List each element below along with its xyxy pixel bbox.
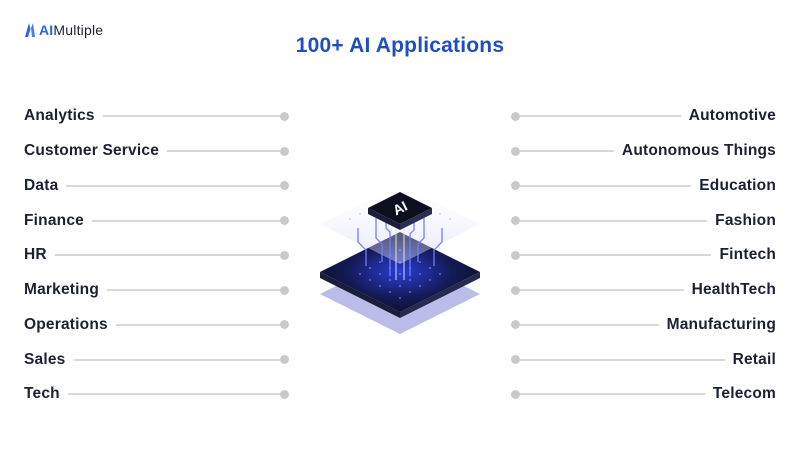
connector-dot — [280, 111, 289, 121]
connector-dot — [511, 285, 520, 295]
list-item: Retail — [511, 342, 776, 377]
list-item: Finance — [24, 203, 289, 238]
connector-dot — [511, 181, 520, 191]
brand-logo[interactable]: AIMultiple — [24, 22, 103, 38]
list-item: Autonomous Things — [511, 134, 776, 169]
connector-line — [167, 150, 280, 153]
connector-line — [67, 393, 280, 396]
list-item: Operations — [24, 308, 289, 343]
item-label: Fintech — [719, 246, 776, 264]
item-label: Manufacturing — [666, 315, 776, 333]
connector-dot — [511, 250, 520, 260]
brand-suffix: Multiple — [53, 22, 104, 38]
list-item: Manufacturing — [511, 308, 776, 343]
list-item: HR — [24, 238, 289, 273]
connector-line — [520, 393, 705, 396]
list-item: Automotive — [511, 99, 776, 134]
connector-dot — [280, 216, 289, 226]
connector-line — [520, 323, 659, 326]
item-label: Operations — [24, 315, 108, 333]
item-label: Marketing — [24, 281, 100, 299]
list-item: Telecom — [511, 377, 776, 412]
list-item: Analytics — [24, 99, 289, 134]
connector-line — [520, 184, 692, 187]
chip-label: AI — [390, 198, 410, 219]
list-item: Education — [511, 169, 776, 204]
right-application-list: Automotive Autonomous Things Education F… — [511, 99, 776, 412]
connector-line — [73, 358, 280, 361]
connector-line — [520, 115, 681, 118]
connector-dot — [511, 355, 520, 365]
list-item: Fashion — [511, 203, 776, 238]
item-label: Autonomous Things — [621, 142, 776, 160]
list-item: Marketing — [24, 273, 289, 308]
ai-chip-illustration: AI — [320, 184, 480, 334]
connector-line — [520, 254, 712, 257]
item-label: Customer Service — [24, 142, 160, 160]
item-label: Data — [24, 176, 59, 194]
connector-line — [520, 358, 725, 361]
list-item: Fintech — [511, 238, 776, 273]
connector-dot — [511, 216, 520, 226]
connector-dot — [280, 389, 289, 399]
connector-dot — [511, 146, 520, 156]
item-label: Telecom — [712, 385, 776, 403]
page-title: 100+ AI Applications — [295, 34, 505, 57]
brand-name: AIMultiple — [39, 22, 103, 38]
connector-dot — [280, 320, 289, 330]
connector-line — [66, 184, 280, 187]
item-label: Automotive — [688, 107, 776, 125]
connector-line — [115, 323, 280, 326]
connector-dot — [280, 355, 289, 365]
brand-prefix: AI — [39, 22, 54, 38]
list-item: Tech — [24, 377, 289, 412]
connector-line — [91, 219, 280, 222]
item-label: Tech — [24, 385, 60, 403]
connector-dot — [511, 320, 520, 330]
connector-dot — [511, 111, 520, 121]
list-item: Sales — [24, 342, 289, 377]
connector-line — [520, 289, 684, 292]
list-item: Data — [24, 169, 289, 204]
item-label: Sales — [24, 350, 66, 368]
item-label: Education — [699, 176, 776, 194]
item-label: Retail — [732, 350, 776, 368]
item-label: Analytics — [24, 107, 95, 125]
item-label: Finance — [24, 211, 84, 229]
connector-line — [520, 219, 708, 222]
connector-dot — [511, 389, 520, 399]
connector-dot — [280, 181, 289, 191]
logo-mark-icon — [25, 23, 35, 37]
connector-dot — [280, 285, 289, 295]
item-label: HealthTech — [691, 281, 776, 299]
item-label: Fashion — [715, 211, 776, 229]
connector-line — [107, 289, 280, 292]
connector-line — [54, 254, 280, 257]
left-application-list: Analytics Customer Service Data Finance … — [24, 99, 289, 412]
connector-line — [520, 150, 614, 153]
item-label: HR — [24, 246, 47, 264]
connector-dot — [280, 146, 289, 156]
connector-dot — [280, 250, 289, 260]
list-item: Customer Service — [24, 134, 289, 169]
list-item: HealthTech — [511, 273, 776, 308]
connector-line — [102, 115, 280, 118]
